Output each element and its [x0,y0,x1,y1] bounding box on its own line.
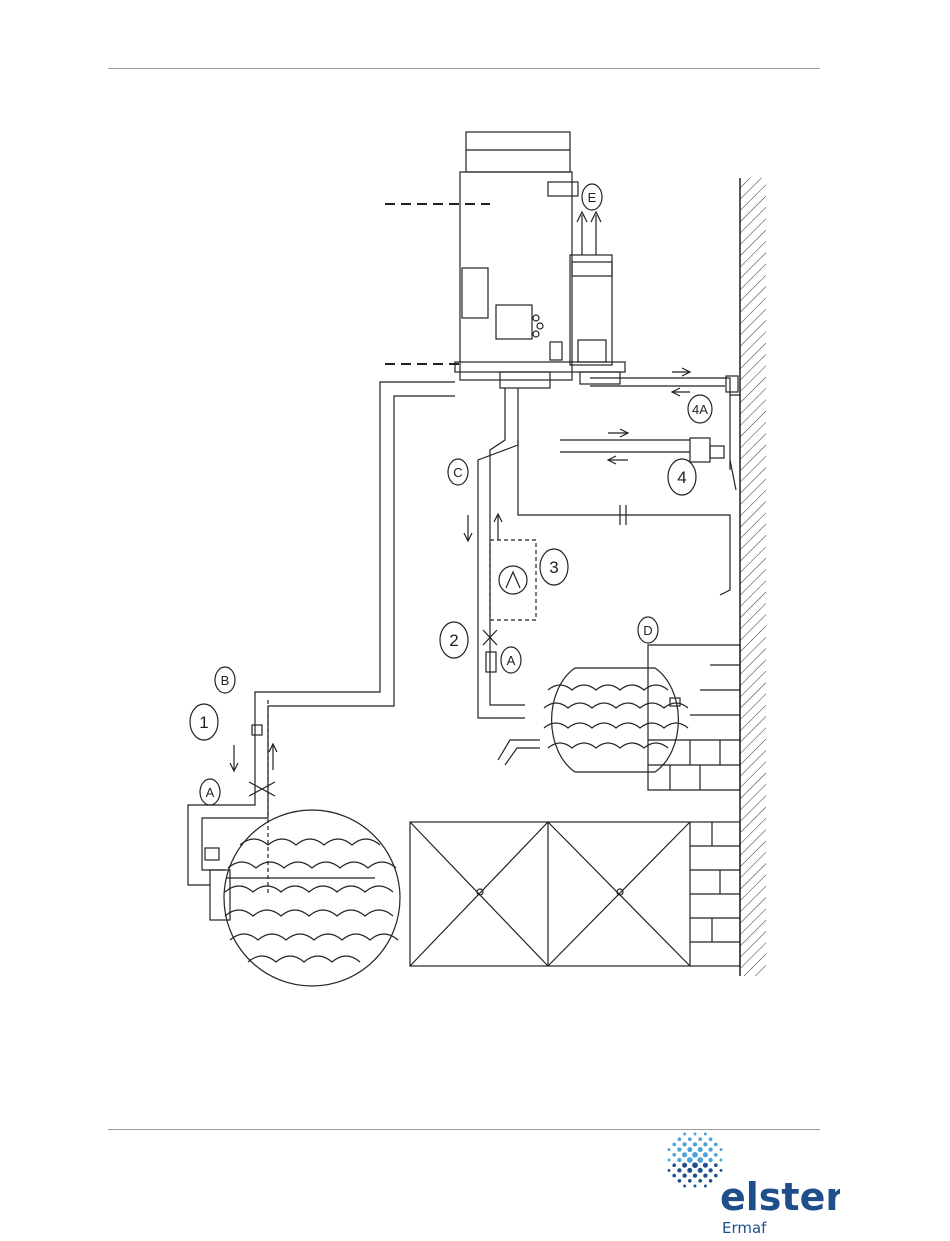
logo-dot [682,1163,687,1168]
level-sensor-d [670,698,680,706]
elster-logo: elster Ermaf [640,1120,840,1240]
callout-e: E [588,190,597,205]
logo-dot [720,1169,723,1172]
logo-dot [692,1152,698,1158]
logo-dot [672,1174,676,1178]
service-tank-support [648,645,740,790]
logo-dot [708,1147,712,1151]
logo-dot [698,1168,703,1173]
pipe-line-2 [464,388,525,718]
main-tank [205,810,400,986]
logo-dot [683,1185,686,1188]
callout-b: B [221,673,230,688]
hanging-chains [385,204,490,364]
logo-dot [704,1133,707,1136]
wall [740,178,766,976]
logo-dot [682,1173,686,1177]
filter-a-mid [486,652,496,672]
logo-dot [672,1143,676,1147]
pump-3 [490,540,536,620]
logo-dot [709,1137,713,1141]
logo-dot [687,1147,692,1152]
logo-dot [714,1174,718,1178]
logo-dot [703,1142,707,1146]
logo-dot [698,1179,702,1183]
logo-dot [687,1168,692,1173]
logo-dot [720,1159,723,1162]
logo-dot [687,1157,693,1163]
logo-dot-pattern [668,1133,723,1188]
logo-dot [688,1179,692,1183]
callout-1: 1 [199,713,208,732]
callout-4a: 4A [692,402,708,417]
logo-dot [672,1153,676,1157]
callout-2: 2 [449,631,458,650]
logo-dot [692,1162,698,1168]
logo-dot [668,1148,671,1151]
logo-dot [694,1133,697,1136]
callout-c: C [453,465,462,480]
logo-sub: Ermaf [722,1219,767,1237]
logo-dot [668,1159,671,1162]
logo-dot [682,1142,686,1146]
logo-dot [708,1158,712,1162]
logo-dot [697,1157,703,1163]
logo-dot [698,1137,702,1141]
logo-dot [678,1137,682,1141]
logo-brand: elster [720,1175,840,1219]
logo-dot [703,1163,708,1168]
check-valve-b [252,725,262,735]
filter-a-top [205,848,219,860]
logo-dot [683,1133,686,1136]
logo-dot [688,1137,692,1141]
logo-dot [693,1173,697,1177]
logo-dot [714,1153,718,1157]
logo-dot [708,1168,712,1172]
burner-unit [455,132,625,388]
logo-dot [703,1152,708,1157]
control-box [496,305,532,339]
logo-dot [694,1185,697,1188]
logo-dot [720,1148,723,1151]
main-tank-support [410,822,740,966]
pipe-line-1 [188,382,455,893]
logo-dot [693,1142,697,1146]
callout-4: 4 [677,468,686,487]
logo-dot [709,1179,713,1183]
logo-dot [703,1173,707,1177]
callout-3: 3 [549,558,558,577]
logo-dot [678,1179,682,1183]
logo-dot [698,1147,703,1152]
logo-dot [677,1158,681,1162]
logo-dot [677,1168,681,1172]
callout-d: D [643,623,652,638]
callout-a-mid: A [507,653,516,668]
callout-a-top: A [206,785,215,800]
logo-dot [704,1185,707,1188]
logo-dot [668,1169,671,1172]
logo-dot [672,1163,676,1167]
logo-dot [714,1163,718,1167]
logo-dot [677,1147,681,1151]
service-tank [498,668,688,772]
logo-dot [682,1152,687,1157]
logo-dot [714,1143,718,1147]
